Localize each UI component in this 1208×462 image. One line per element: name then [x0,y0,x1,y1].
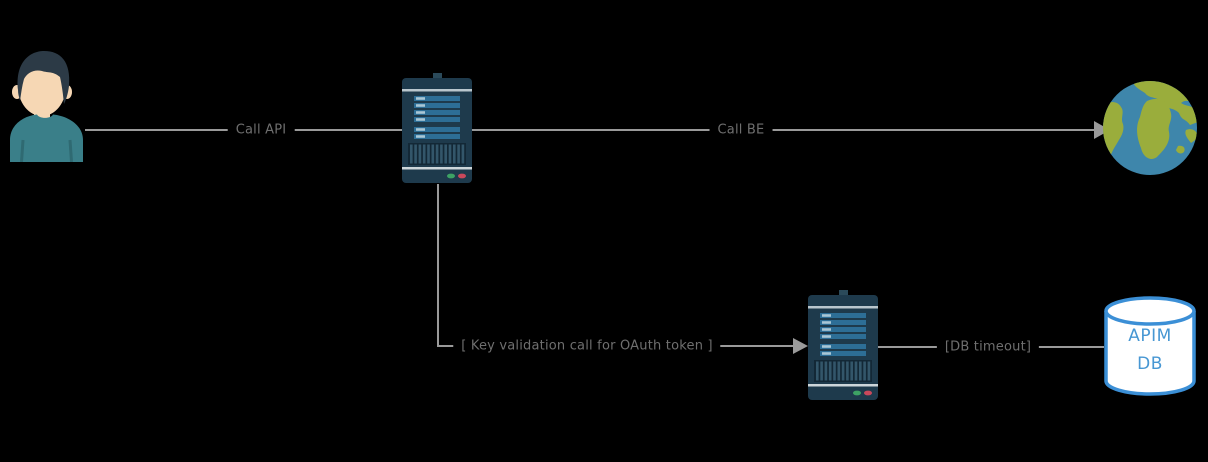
edge-label-call-be: Call BE [709,120,773,140]
backend-globe-node [1102,80,1198,176]
edge-label-db-timeout: [DB timeout] [936,337,1040,357]
edge-label-call-api: Call API [227,120,295,140]
edge-key-validation-line [437,184,795,347]
person-icon [10,51,83,162]
apim-db-label: APIM DB [1101,322,1199,378]
server-icon [808,290,878,400]
oauth-server-node [808,290,878,402]
arrowhead-key-validation [793,338,808,354]
globe-icon [1103,81,1197,175]
apim-db-node: APIM DB [1101,296,1199,398]
edge-label-key-validation: [ Key validation call for OAuth token ] [453,336,721,356]
apim-db-label-line1: APIM [1128,326,1172,346]
user-node [8,48,86,162]
database-icon [1104,296,1196,396]
server-icon [402,73,472,183]
apim-db-label-line2: DB [1137,354,1163,374]
api-server-node [402,73,472,185]
